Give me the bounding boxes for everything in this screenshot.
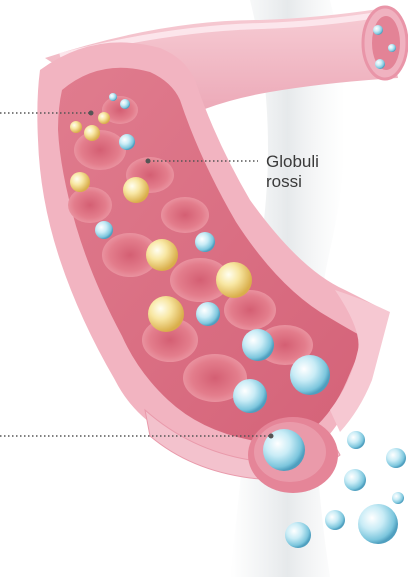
blue-cell (388, 44, 396, 52)
blue-cell (347, 431, 365, 449)
blue-cell (386, 448, 406, 468)
blue-cell (392, 492, 404, 504)
leader-dot-bottom (269, 434, 274, 439)
blue-cell (358, 504, 398, 544)
yellow-cell (84, 125, 100, 141)
blue-cell (285, 522, 311, 548)
red-blood-cell (74, 130, 126, 170)
blue-cell (344, 469, 366, 491)
yellow-cell (70, 121, 82, 133)
blue-cell (233, 379, 267, 413)
blue-cell (242, 329, 274, 361)
blue-cell (109, 93, 117, 101)
yellow-cell (70, 172, 90, 192)
label-red-blood-cells-line1: Globuli (266, 152, 319, 172)
yellow-cell (148, 296, 184, 332)
blue-cell (95, 221, 113, 239)
blue-cell (120, 99, 130, 109)
yellow-cell (216, 262, 252, 298)
label-red-blood-cells-line2: rossi (266, 172, 319, 192)
yellow-cell (146, 239, 178, 271)
blue-cell (196, 302, 220, 326)
blue-cell (375, 59, 385, 69)
blue-cell (373, 25, 383, 35)
leader-dot-red-cells (146, 159, 151, 164)
blue-cell (119, 134, 135, 150)
leader-dot-top (89, 111, 94, 116)
label-red-blood-cells: Globuli rossi (266, 152, 319, 192)
yellow-cell (98, 112, 110, 124)
red-blood-cell (68, 187, 112, 223)
blue-cell (290, 355, 330, 395)
blue-cell (195, 232, 215, 252)
yellow-cell (123, 177, 149, 203)
blue-cell (325, 510, 345, 530)
red-blood-cell (161, 197, 209, 233)
